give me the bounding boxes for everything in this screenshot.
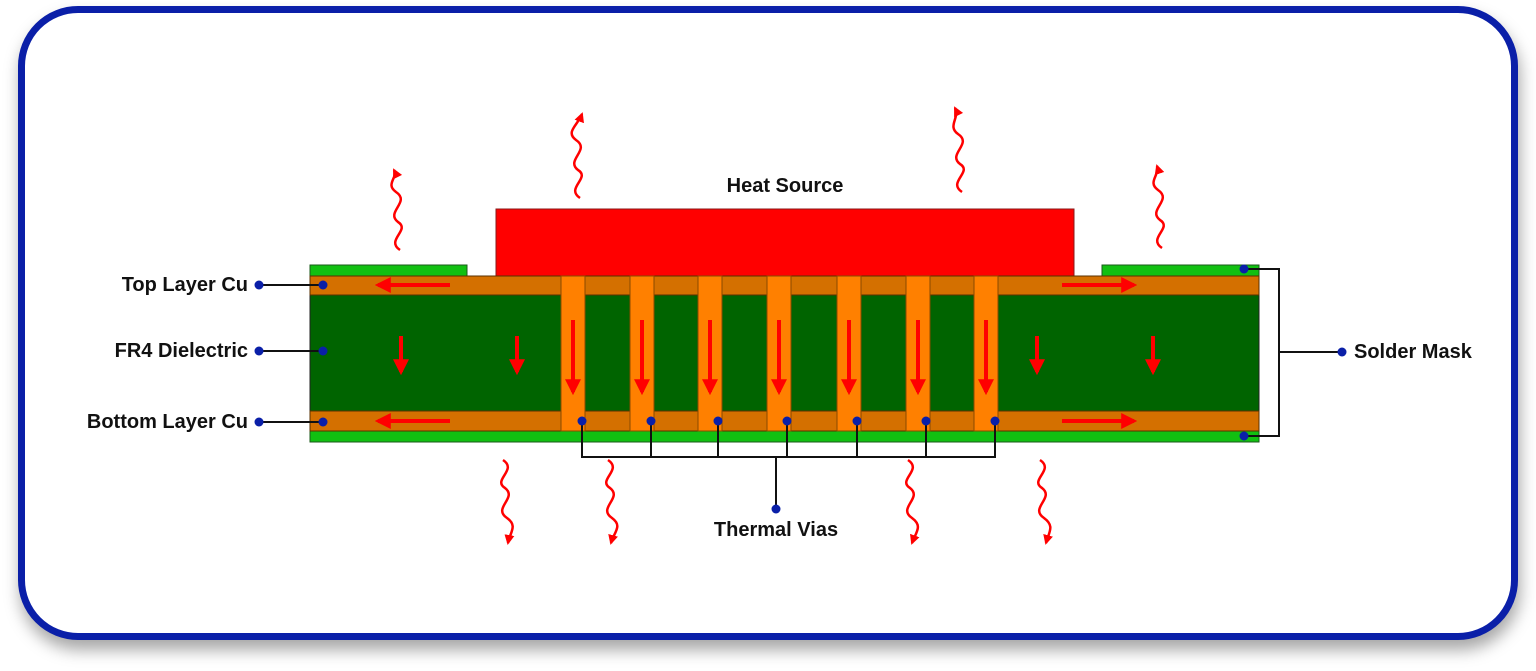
solder-mask-top-left [309,264,468,277]
heat-source [495,208,1075,277]
wavy-down-arrow [500,458,515,545]
wavy-up-arrow [1152,164,1165,250]
solder-mask-bottom [309,430,1260,443]
leader-lines [259,268,1342,509]
solder-mask-label: Solder Mask [1354,341,1473,363]
heat-flow-arrows [374,277,1161,429]
thermal-vias-label: Thermal Vias [714,519,838,541]
top-layer-cu-label: Top Layer Cu [122,274,248,296]
solder-mask-top-right [1101,264,1260,277]
wavy-down-arrow [905,458,920,545]
radiated-heat-arrows [390,106,1165,545]
fr4-dielectric-label: FR4 Dielectric [115,340,248,362]
leader-dots [254,264,1347,514]
wavy-up-arrow [952,106,965,194]
wavy-up-arrow [570,112,584,200]
wavy-down-arrow [1037,458,1053,545]
bottom-layer-cu-label: Bottom Layer Cu [87,411,248,433]
wavy-up-arrow [390,168,403,252]
heat-source-label: Heat Source [727,175,844,197]
wavy-down-arrow [605,458,619,545]
